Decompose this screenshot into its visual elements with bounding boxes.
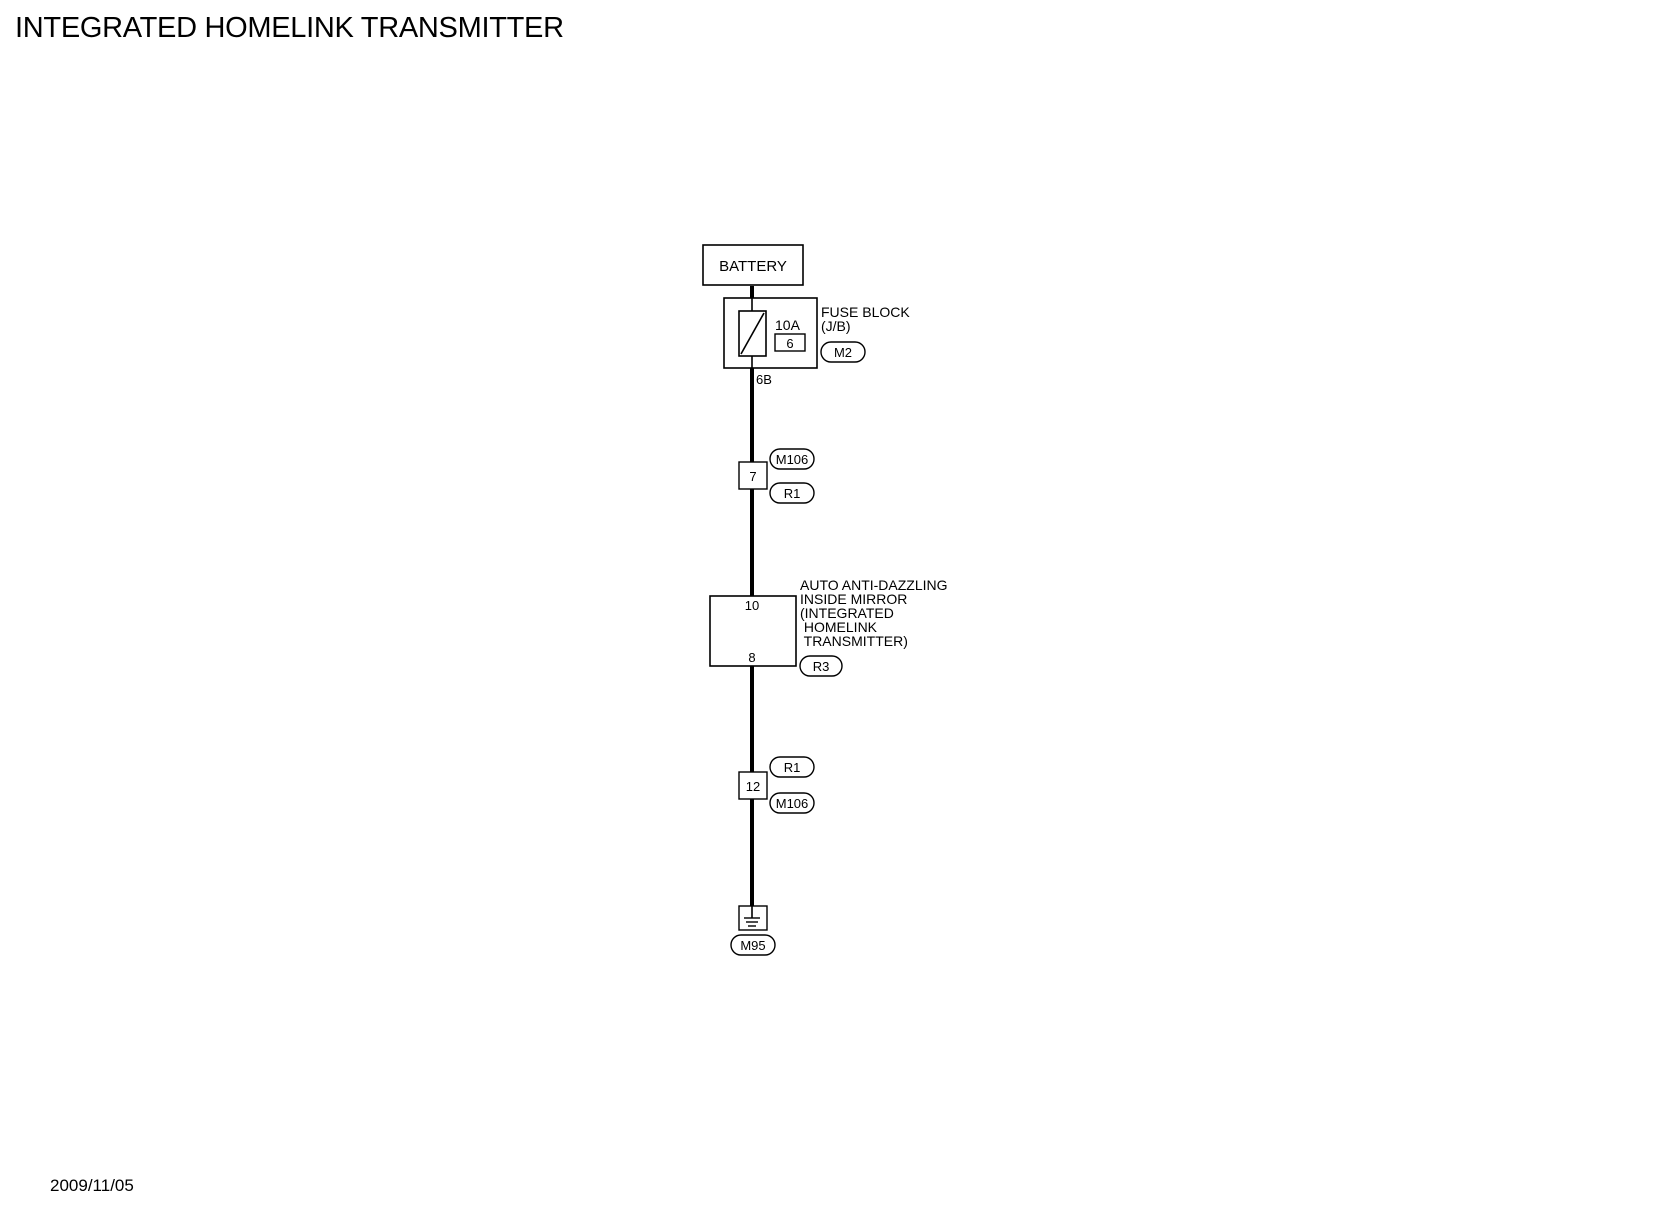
ground-icon xyxy=(738,905,768,931)
joint-connector-lower: 12 xyxy=(738,771,768,800)
battery-block: BATTERY xyxy=(702,244,804,286)
battery-label: BATTERY xyxy=(719,258,787,275)
page-date: 2009/11/05 xyxy=(50,1176,134,1195)
mirror-name-line3: (INTEGRATED xyxy=(800,605,894,621)
fuse-output-terminal: 6B xyxy=(756,372,772,387)
fuse-block-name-line1: FUSE BLOCK xyxy=(821,304,910,320)
ground-connector: M95 xyxy=(740,938,765,953)
joint-lower-terminal: 12 xyxy=(746,779,760,794)
mirror-terminal-out: 8 xyxy=(748,650,755,665)
fuse-block: 10A 6 6B xyxy=(723,297,818,387)
mirror-name-line1: AUTO ANTI-DAZZLING xyxy=(800,577,948,593)
joint-lower-bottom-badge: M106 xyxy=(769,792,815,814)
mirror-connector: R3 xyxy=(813,659,830,674)
joint-upper-terminal: 7 xyxy=(749,469,756,484)
fuse-rating: 10A xyxy=(775,317,801,333)
fuse-block-name-line2: (J/B) xyxy=(821,318,851,334)
ground-connector-badge: M95 xyxy=(730,934,776,956)
mirror-terminal-in: 10 xyxy=(745,598,759,613)
joint-lower-connector-top: R1 xyxy=(784,760,801,775)
joint-upper-connector-bottom: R1 xyxy=(784,486,801,501)
fuse-block-connector-badge: M2 xyxy=(820,341,866,363)
joint-connector-upper: 7 xyxy=(738,461,768,490)
joint-upper-bottom-badge: R1 xyxy=(769,482,815,504)
mirror-module: 10 8 xyxy=(709,595,797,667)
joint-upper-top-badge: M106 xyxy=(769,448,815,470)
mirror-name-line2: INSIDE MIRROR xyxy=(800,591,907,607)
page-title: INTEGRATED HOMELINK TRANSMITTER xyxy=(15,12,564,44)
joint-lower-connector-bottom: M106 xyxy=(776,796,809,811)
mirror-name-line4: HOMELINK xyxy=(800,619,878,635)
mirror-name-line5: TRANSMITTER) xyxy=(800,633,908,649)
fuse-number-box xyxy=(774,333,806,352)
mirror-connector-badge: R3 xyxy=(799,655,843,677)
joint-lower-top-badge: R1 xyxy=(769,756,815,778)
fuse-block-connector: M2 xyxy=(834,345,852,360)
joint-upper-connector-top: M106 xyxy=(776,452,809,467)
fuse-number: 6 xyxy=(786,336,793,351)
